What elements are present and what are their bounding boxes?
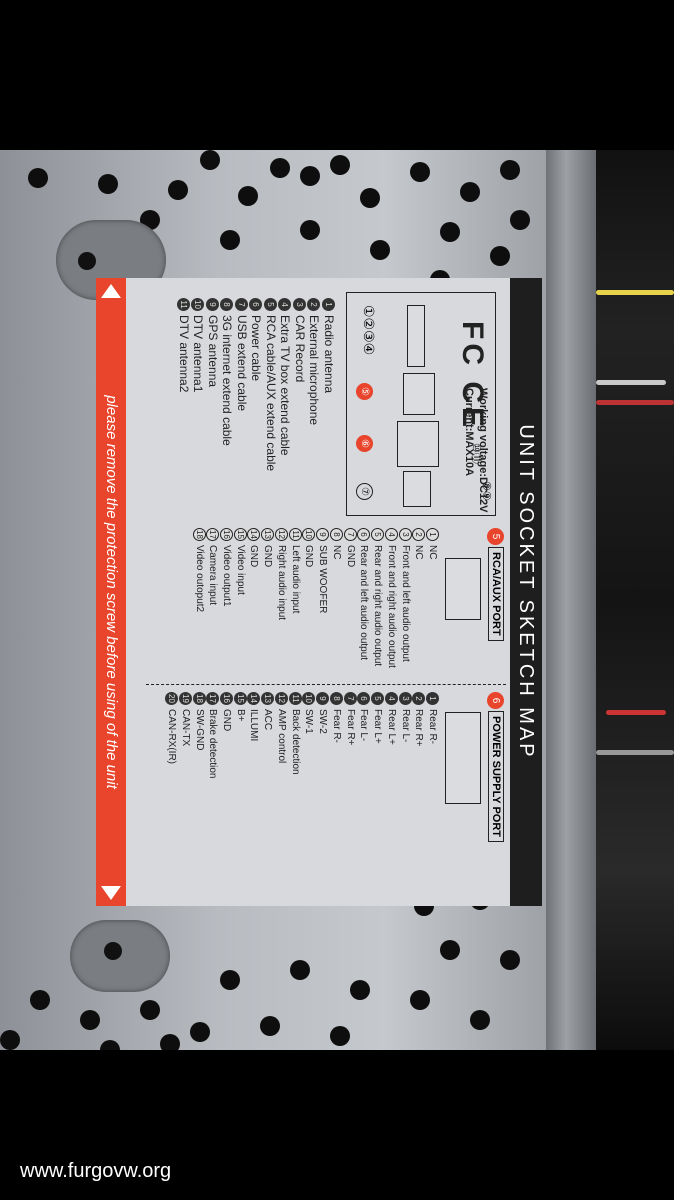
power-pin-list: 1Rear R- 2Rear R+ 3Rear L- 4Rear L+ 5Fea… [164, 692, 439, 842]
rca-pin: 13GND [260, 528, 275, 668]
power-pin: 2Rear R+ [412, 692, 426, 842]
label-title: UNIT SOCKET SKETCH MAP [510, 278, 542, 906]
connector-num-6: ⑥ [356, 435, 373, 452]
rca-pin: 6Rear and left audio output [357, 528, 371, 668]
power-pin: 7Fear R+ [343, 692, 357, 842]
rca-pin: 12Right audio input [274, 528, 288, 668]
connector-num-1-4: ①②③④ [361, 305, 377, 356]
rca-pin: 3Front and left audio output [398, 528, 412, 668]
current-rating: Current:MAX10A [463, 388, 475, 477]
legend-item: 7USB extend cable [234, 298, 249, 471]
wire-bundle [596, 150, 674, 1050]
rca-pin: 8NC [329, 528, 343, 668]
rca-pin: 17Camera input [206, 528, 220, 668]
power-pin: 4Rear L+ [384, 692, 398, 842]
side-rail [546, 150, 596, 1050]
rca-pin: 18Video outoput2 [192, 528, 206, 668]
warning-band: please remove the protection screw befor… [96, 278, 126, 906]
rca-pin: 10GND [302, 528, 316, 668]
rca-pin: 5Rear and right audio output [370, 528, 385, 668]
connector-num-5: ⑤ [356, 383, 373, 400]
working-voltage: Working voltage:DC12V [477, 388, 489, 513]
arrow-left-icon [101, 284, 121, 298]
power-pin: 5Fear L+ [370, 692, 385, 842]
connector-num-7: ⑦ [356, 483, 373, 500]
power-pin: 8Fear R- [329, 692, 343, 842]
watermark: www.furgovw.org [20, 1160, 172, 1182]
power-port-title: POWER SUPPLY PORT [488, 711, 504, 843]
legend-item: 9GPS antenna [205, 298, 220, 471]
power-pin: 1Rear R- [425, 692, 439, 842]
rca-pin: 11Left audio input [288, 528, 302, 668]
connector-7 [403, 471, 431, 507]
rca-pin: 9SUB WOOFER [315, 528, 330, 668]
power-pin: 12AMP control [274, 692, 288, 842]
rca-aux-port: 5RCA/AUX PORT 1NC 2NC 3Front and left au… [192, 528, 506, 668]
power-pin: 9SW-2 [315, 692, 330, 842]
mount-slot-bottom [70, 920, 170, 992]
connector-1-4 [407, 305, 425, 367]
rca-port-title: RCA/AUX PORT [488, 547, 504, 641]
power-pin: 11Back detection [288, 692, 302, 842]
power-pin: 19CAN-TX [178, 692, 192, 842]
warning-text: please remove the protection screw befor… [103, 395, 120, 789]
legend-list: 1Radio antenna 2External microphone 3CAR… [176, 298, 336, 471]
legend-item: 11DTV antenna2 [176, 298, 191, 471]
rca-pin: 14GND [247, 528, 261, 668]
power-connector-drawing [445, 712, 481, 804]
power-port-badge: 6 [487, 692, 504, 709]
power-pin: 15B+ [233, 692, 247, 842]
rca-connector-drawing [445, 558, 481, 620]
power-pin: 18SW-GND [192, 692, 206, 842]
arrow-right-icon [101, 886, 121, 900]
rca-pin: 4Front and right audio output [384, 528, 398, 668]
connector-6 [397, 421, 439, 467]
power-pin: 20CAN-RX(IR) [164, 692, 179, 842]
rca-pin: 1NC [425, 528, 439, 668]
legend-item: 10DTV antenna1 [191, 298, 206, 471]
connector-5 [403, 373, 435, 415]
power-pin: 3Rear L- [398, 692, 412, 842]
rca-pin: 15Video input [233, 528, 247, 668]
power-supply-port: 6POWER SUPPLY PORT 1Rear R- 2Rear R+ 3Re… [165, 692, 506, 843]
column-divider [146, 684, 506, 685]
legend-item: 1Radio antenna [321, 298, 336, 471]
socket-sketch-label: UNIT SOCKET SKETCH MAP FC CE ⑩⑪ ⑧⑨ ①②③④ … [96, 278, 542, 906]
power-pin: 10SW-1 [302, 692, 316, 842]
legend-item: 3CAR Record [292, 298, 307, 471]
power-pin: 14ILLUMI [247, 692, 261, 842]
power-pin: 6Fear L- [357, 692, 371, 842]
power-pin: 16GND [219, 692, 233, 842]
legend-item: 6Power cable [249, 298, 264, 471]
rca-pin: 16Video output1 [219, 528, 233, 668]
rca-pin-list: 1NC 2NC 3Front and left audio output 4Fr… [192, 528, 439, 668]
power-pin: 13ACC [260, 692, 275, 842]
power-pin: 17Brake detection [206, 692, 220, 842]
rca-pin: 7GND [343, 528, 357, 668]
legend-item: 5RCA cable/AUX extend cable [263, 298, 278, 471]
rca-pin: 2NC [412, 528, 426, 668]
legend-item: 83G internet extend cable [220, 298, 235, 471]
power-specs: Working voltage:DC12V Current:MAX10A [462, 388, 490, 513]
rca-port-badge: 5 [487, 528, 504, 545]
legend-item: 4Extra TV box extend cable [278, 298, 293, 471]
legend-item: 2External microphone [307, 298, 322, 471]
